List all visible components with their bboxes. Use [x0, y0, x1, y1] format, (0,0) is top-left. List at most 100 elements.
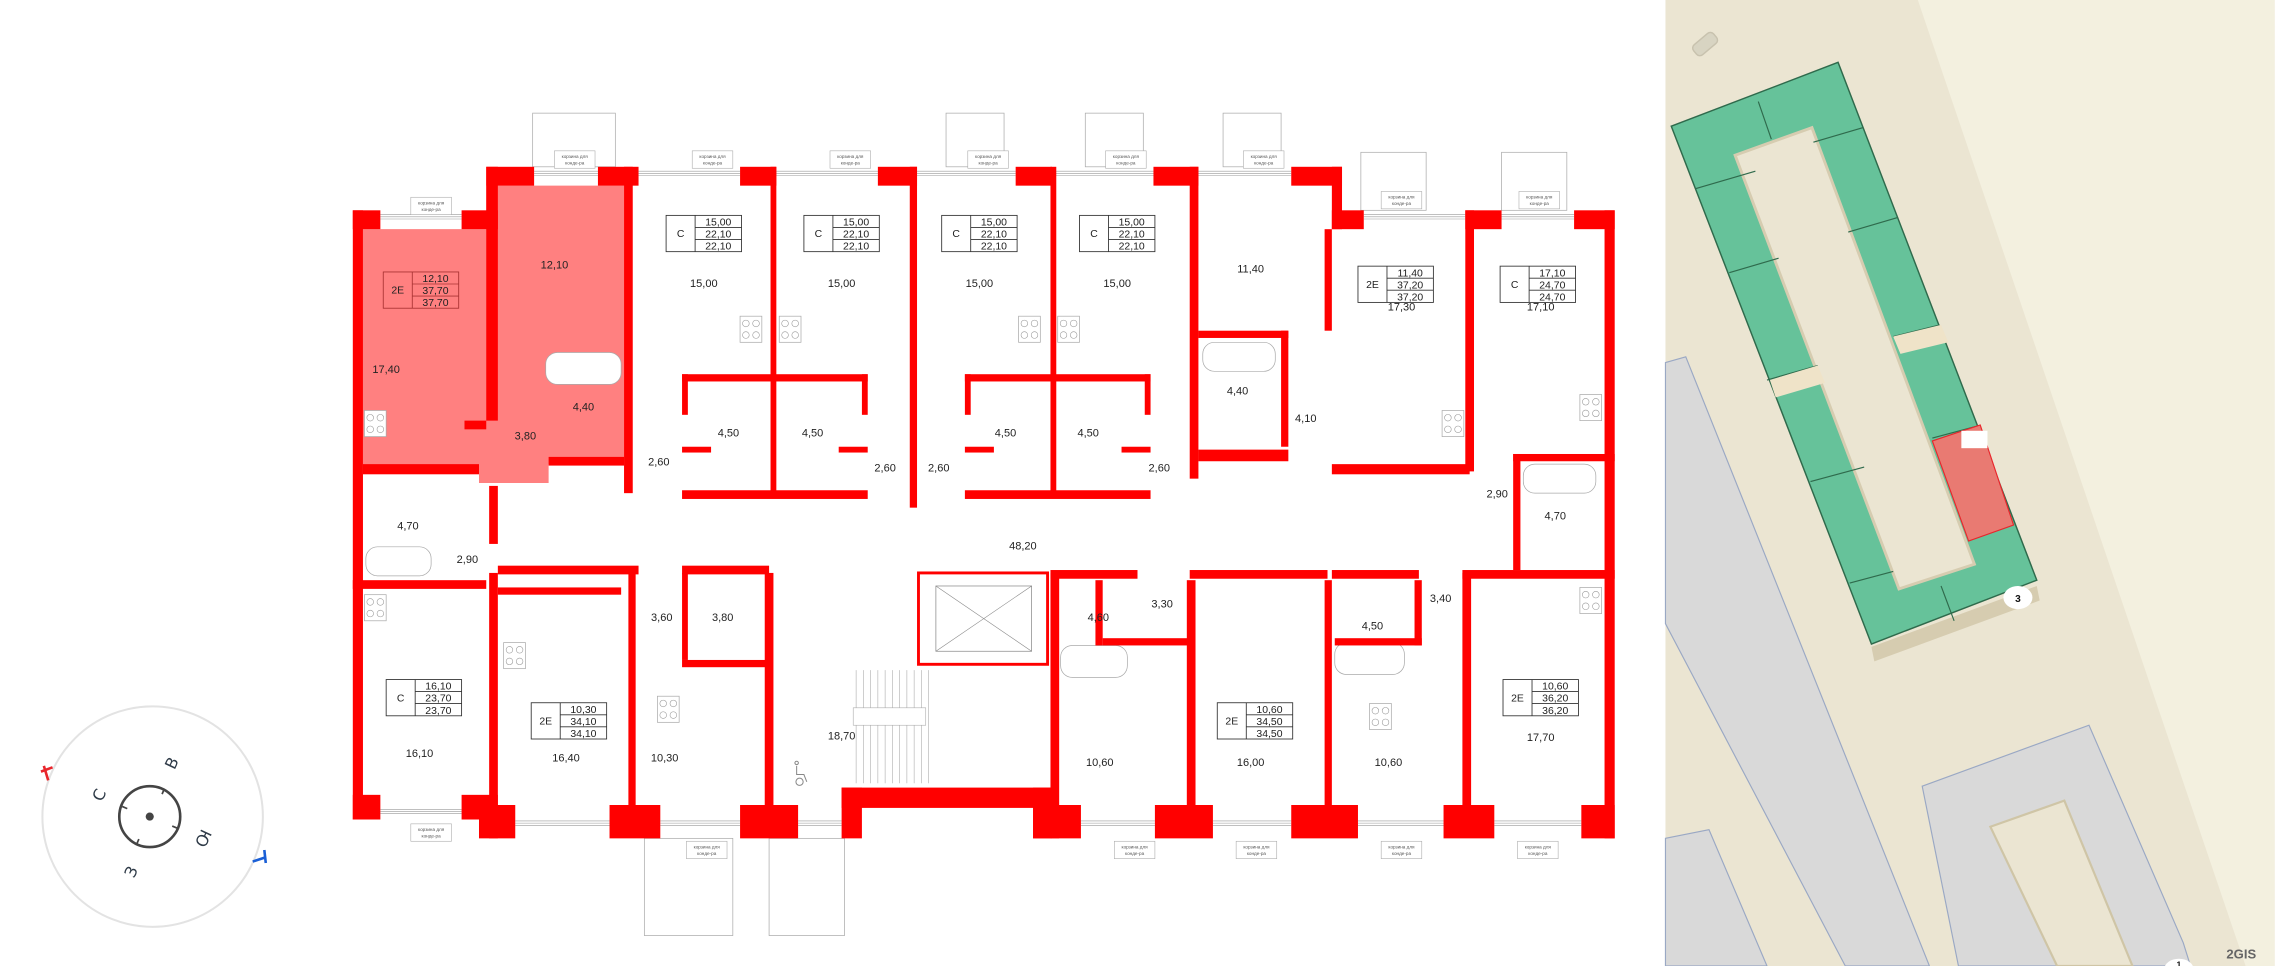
- room-area-label: 10,60: [1375, 757, 1403, 769]
- room-area-label: 17,30: [1388, 301, 1416, 313]
- total-area: 22,10: [981, 230, 1007, 241]
- wall: [682, 659, 767, 668]
- ac-basket-frame: [1243, 150, 1285, 169]
- ac-basket-label: корзина для: [699, 154, 726, 159]
- burner-icon: [1444, 425, 1452, 433]
- wall: [1095, 580, 1103, 646]
- bathtub-icon: [545, 352, 622, 385]
- wall: [1121, 446, 1151, 453]
- wall: [489, 485, 498, 544]
- wall: [352, 794, 381, 820]
- room-area-label: 2,60: [648, 457, 669, 469]
- room-area-label: 3,30: [1151, 599, 1172, 611]
- wall: [1331, 210, 1364, 230]
- living-area: 16,10: [425, 682, 451, 693]
- wall: [682, 374, 688, 415]
- compass-widget[interactable]: С В Ю З: [40, 705, 268, 928]
- ac-basket-label: корзина для: [418, 827, 445, 832]
- info-box-frame: [941, 214, 1018, 253]
- wall: [1581, 805, 1615, 839]
- living-area: 15,00: [705, 218, 731, 229]
- room-area-label: 4,60: [1088, 612, 1109, 624]
- burner-icon: [742, 319, 750, 328]
- burner-icon: [1070, 331, 1078, 339]
- room-area-label: 4,10: [1295, 413, 1316, 425]
- total-area-alt: 22,10: [705, 242, 731, 253]
- ac-basket-frame: [1380, 840, 1423, 859]
- wall: [682, 565, 770, 575]
- ac-basket-label: конде-ра: [1125, 851, 1145, 856]
- wall: [964, 374, 1151, 382]
- stove-icon: [1579, 394, 1603, 421]
- site-map[interactable]: 3 1 2GIS: [1664, 0, 2275, 966]
- total-area: 34,10: [570, 717, 596, 728]
- map-building-badge-neighbor[interactable]: [2164, 958, 2193, 966]
- burner-icon: [1371, 718, 1380, 726]
- map-gap: [1769, 365, 1826, 398]
- compass-ticks: [121, 788, 178, 845]
- wall: [352, 210, 381, 230]
- wall: [1198, 330, 1289, 338]
- room-area-label: 4,50: [1362, 620, 1383, 632]
- ac-basket-label: корзина для: [1525, 845, 1552, 850]
- ac-basket-label: конде-ра: [1392, 201, 1412, 206]
- room-area-label: 15,00: [828, 278, 856, 290]
- ac-basket-label: конде-ра: [979, 161, 999, 166]
- ac-basket-label: корзина для: [1113, 154, 1140, 159]
- wall: [1102, 638, 1190, 646]
- stove-icon: [657, 695, 680, 723]
- bathtub-icon: [1202, 341, 1276, 372]
- total-area: 22,10: [705, 230, 731, 241]
- room-area-label: 2,60: [874, 462, 895, 474]
- burner-icon: [1592, 591, 1600, 599]
- room-area-label: 16,00: [1237, 757, 1265, 769]
- total-area-alt: 24,70: [1539, 292, 1565, 303]
- room-area-label: 3,80: [515, 430, 536, 442]
- wall: [1324, 580, 1332, 824]
- wall: [486, 166, 498, 421]
- ac-basket-label: конде-ра: [1116, 161, 1136, 166]
- wall: [764, 572, 774, 824]
- wall: [497, 587, 622, 595]
- burner-icon: [1371, 707, 1380, 715]
- map-building-gray: [1664, 356, 1931, 966]
- wall: [1050, 166, 1057, 498]
- burner-icon: [781, 319, 789, 328]
- total-area: 37,70: [422, 286, 448, 297]
- map-building-badge[interactable]: [2003, 585, 2033, 610]
- room-area-label: 18,70: [828, 731, 856, 743]
- compass-south-label: Ю: [191, 826, 215, 850]
- burner-icon: [1444, 414, 1452, 422]
- wall: [1513, 453, 1615, 462]
- apartment-type: C: [815, 229, 823, 240]
- living-area: 10,30: [570, 705, 596, 716]
- wall: [1324, 229, 1332, 331]
- room-area-label: 3,40: [1430, 593, 1451, 605]
- burner-icon: [1582, 602, 1590, 610]
- balcony: [643, 837, 734, 936]
- ac-basket-label: конде-ра: [1254, 161, 1274, 166]
- stair-landing: [852, 707, 927, 726]
- wall: [861, 374, 868, 415]
- map-selected-section[interactable]: [1931, 424, 2015, 542]
- apartment-type: 2E: [1225, 717, 1238, 728]
- total-area: 22,10: [843, 230, 869, 241]
- windows: [380, 170, 1582, 826]
- total-area-alt: 22,10: [1119, 242, 1145, 253]
- total-area: 37,20: [1397, 280, 1423, 291]
- map-road: [1917, 0, 2275, 966]
